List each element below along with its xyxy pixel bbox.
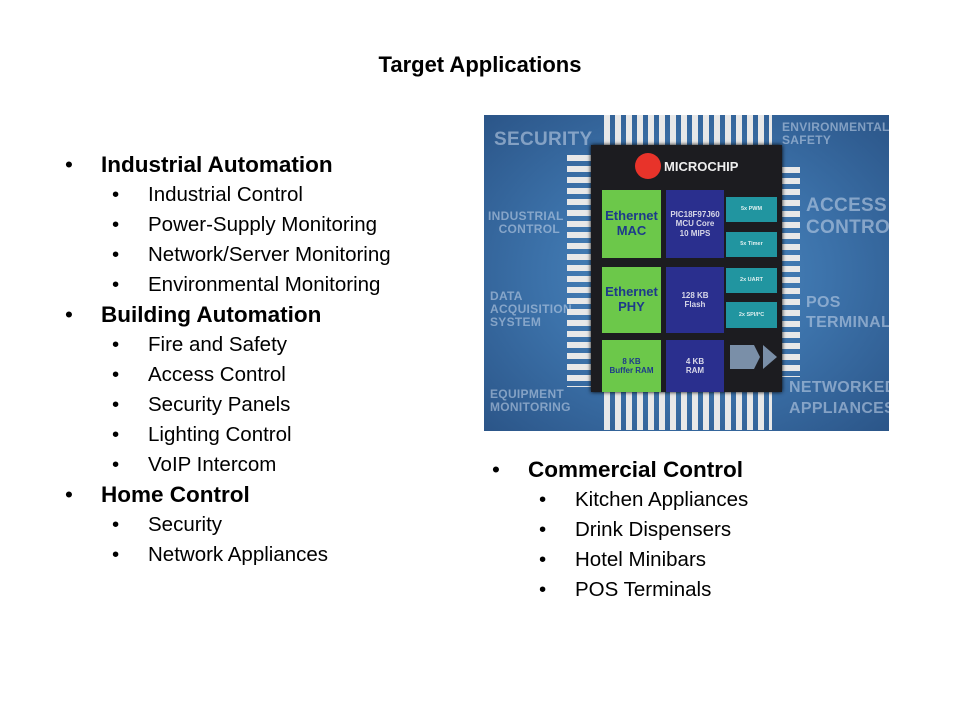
sub-item: Network/Server Monitoring: [65, 240, 391, 270]
block-spi: 2x SPI/I²C: [726, 302, 777, 328]
category-item: Industrial Automation: [65, 150, 391, 180]
category-item: Home Control: [65, 480, 391, 510]
chip-pins-bottom: [604, 390, 772, 430]
sub-item: Industrial Control: [65, 180, 391, 210]
sub-item: Drink Dispensers: [492, 515, 748, 545]
right-bullet-list: Commercial ControlKitchen AppliancesDrin…: [492, 455, 748, 605]
sub-item: Security Panels: [65, 390, 391, 420]
category-item: Building Automation: [65, 300, 391, 330]
block-ram: 4 KB RAM: [666, 340, 724, 392]
block-timer: 5x Timer: [726, 232, 777, 257]
label-access-control: ACCESS CONTROL: [806, 195, 889, 238]
chip-pins-left: [567, 155, 593, 387]
sub-item: Lighting Control: [65, 420, 391, 450]
label-pos-terminals: POS TERMINALS: [806, 294, 889, 331]
label-environmental-safety: ENVIRONMENTAL SAFETY: [782, 120, 889, 147]
sub-item: Network Appliances: [65, 540, 391, 570]
sub-item: VoIP Intercom: [65, 450, 391, 480]
left-bullet-list: Industrial AutomationIndustrial ControlP…: [65, 150, 391, 570]
block-flash: 128 KB Flash: [666, 267, 724, 333]
label-industrial-control: INDUSTRIAL CONTROL: [488, 209, 564, 236]
sub-item: Fire and Safety: [65, 330, 391, 360]
microchip-diagram-image: SECURITY ENVIRONMENTAL SAFETY INDUSTRIAL…: [484, 115, 889, 431]
block-mcu-core: PIC18F97J60 MCU Core 10 MIPS: [666, 190, 724, 258]
arrow-block: [763, 345, 777, 369]
slide-title: Target Applications: [378, 52, 582, 77]
category-item: Commercial Control: [492, 455, 748, 485]
chip-pins-right: [780, 167, 800, 377]
block-pwm: 5x PWM: [726, 197, 777, 222]
sub-item: Kitchen Appliances: [492, 485, 748, 515]
arrow-block: [730, 345, 760, 369]
block-ethernet-mac: Ethernet MAC: [602, 190, 661, 258]
label-equipment-monitoring: EQUIPMENT MONITORING: [490, 387, 571, 414]
chip-pins-top: [604, 115, 772, 147]
block-ethernet-phy: Ethernet PHY: [602, 267, 661, 333]
label-data-acquisition: DATA ACQUISITION SYSTEM: [490, 289, 572, 329]
block-buffer-ram: 8 KB Buffer RAM: [602, 340, 661, 392]
sub-item: POS Terminals: [492, 575, 748, 605]
microchip-logo: MICROCHIP: [635, 153, 738, 179]
chip-body: MICROCHIP Ethernet MAC Ethernet PHY 8 KB…: [591, 145, 782, 392]
block-uart: 2x UART: [726, 268, 777, 293]
sub-item: Power-Supply Monitoring: [65, 210, 391, 240]
sub-item: Environmental Monitoring: [65, 270, 391, 300]
sub-item: Security: [65, 510, 391, 540]
sub-item: Access Control: [65, 360, 391, 390]
sub-item: Hotel Minibars: [492, 545, 748, 575]
label-security: SECURITY: [494, 129, 593, 150]
label-networked-appliances: NETWORKED APPLIANCES: [789, 379, 889, 417]
